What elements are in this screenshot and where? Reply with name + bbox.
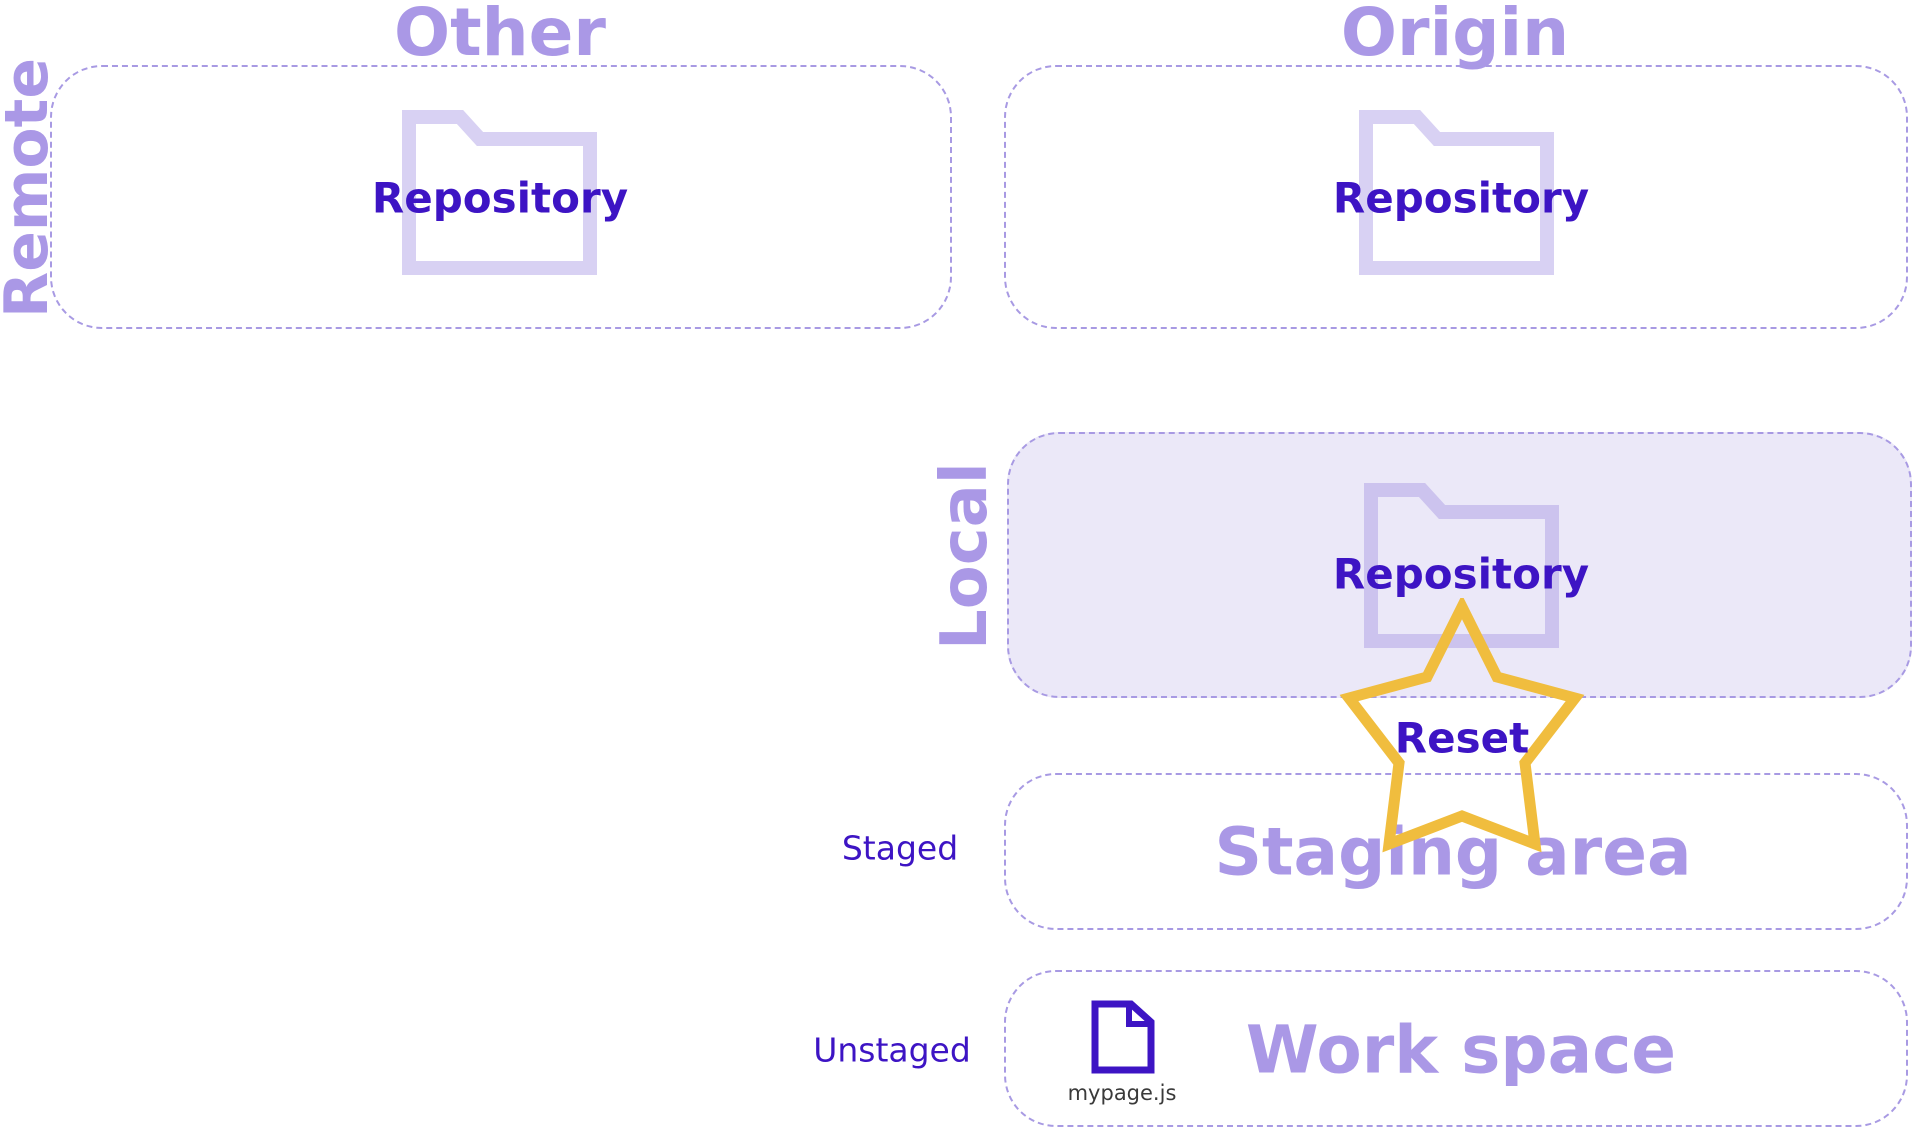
star-icon: [1339, 598, 1585, 853]
other-repository-label: Repository: [371, 173, 629, 223]
folder-icon: [402, 110, 597, 275]
staged-label: Staged: [841, 828, 959, 868]
folder-icon: [1359, 110, 1554, 275]
local-label: Local: [928, 462, 1002, 650]
file-name-label: mypage.js: [1067, 1081, 1177, 1105]
local-repository-label: Repository: [1332, 549, 1590, 599]
origin-remote-box: [1004, 65, 1908, 329]
origin-repository-label: Repository: [1332, 173, 1590, 223]
other-remote-box: [50, 65, 952, 329]
origin-title: Origin: [1340, 0, 1570, 71]
staging-area-box: [1004, 773, 1908, 930]
folder-icon: [1364, 483, 1559, 648]
staging-area-title: Staging area: [1214, 813, 1692, 891]
other-title: Other: [394, 0, 606, 71]
unstaged-label: Unstaged: [813, 1030, 971, 1070]
file-icon: [1091, 1000, 1155, 1074]
work-space-title: Work space: [1245, 1011, 1677, 1089]
local-repository-box: [1007, 432, 1912, 698]
reset-action-label: Reset: [1394, 713, 1530, 763]
work-space-box: [1004, 970, 1908, 1127]
